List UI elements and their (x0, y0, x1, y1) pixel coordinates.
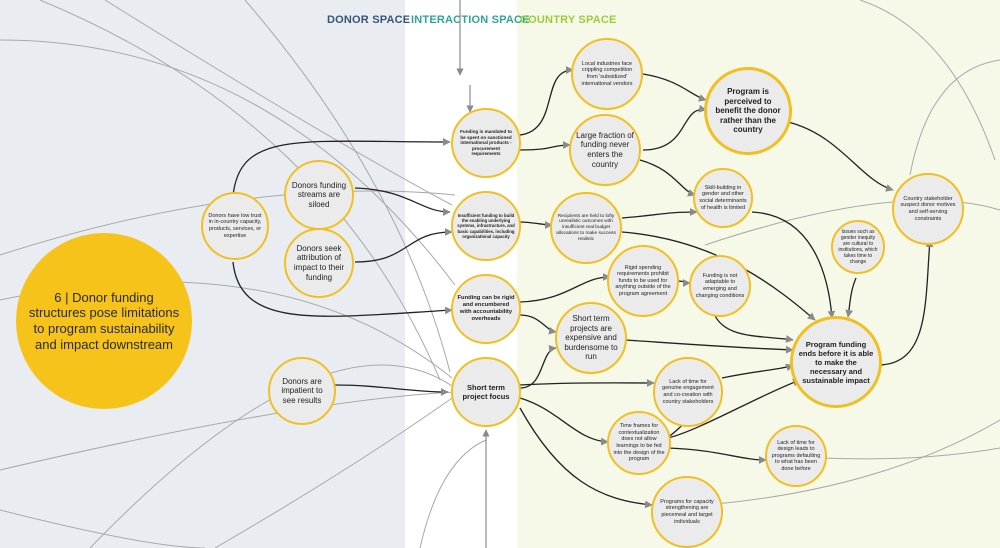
node-funding-ends: Program funding ends before it is able t… (790, 316, 882, 408)
interaction-space-label: INTERACTION SPACE (411, 14, 530, 26)
node-insufficient: Insufficient funding to build the enabli… (451, 191, 521, 261)
node-siloed: Donors funding streams are siloed (284, 160, 354, 230)
node-benefit-donor: Program is perceived to benefit the dono… (704, 67, 792, 155)
node-capacity-programs: Programs for capacity strengthening are … (651, 476, 723, 548)
node-short-term-focus: Short term project focus (451, 357, 521, 427)
main-theme-circle: 6 | Donor funding structures pose limita… (16, 233, 192, 409)
node-low-trust: Donors have low trust in in-country capa… (201, 192, 269, 260)
node-not-adaptable: Funding is not adaptable to emerging and… (689, 255, 751, 317)
main-theme-text: 6 | Donor funding structures pose limita… (28, 289, 180, 352)
donor-space-label: DONOR SPACE (327, 14, 411, 26)
interaction-space-panel (405, 0, 517, 548)
node-skill-building: Skill-building in gender and other socia… (693, 168, 753, 228)
node-rigid: Funding can be rigid and encumbered with… (451, 274, 521, 344)
node-recipients-held: Recipients are held to lofty unrealistic… (550, 192, 622, 264)
node-suspect-motives: Country stakeholder suspect donor motive… (892, 173, 964, 245)
node-local-industries: Local industries face crippling competit… (571, 38, 643, 110)
node-mandated: Funding is mandated to be spent on sanct… (451, 108, 521, 178)
node-impatient: Donors are impatient to see results (268, 357, 336, 425)
node-lack-engagement: Lack of time for genuine engagement and … (653, 357, 723, 427)
node-short-term-projects: Short term projects are expensive and bu… (555, 302, 627, 374)
node-lack-design: Lack of time for design leads to program… (765, 425, 827, 487)
node-attribution: Donors seek attribution of impact to the… (284, 228, 354, 298)
node-large-fraction: Large fraction of funding never enters t… (569, 114, 641, 186)
country-space-label: COUNTRY SPACE (520, 14, 617, 26)
node-time-frames: Time frames for contextualization does n… (607, 411, 671, 475)
node-gender-inequity: Issues such as gender inequity are cultu… (831, 220, 885, 274)
node-rigid-spending: Rigid spending requirements prohibit fun… (607, 245, 679, 317)
